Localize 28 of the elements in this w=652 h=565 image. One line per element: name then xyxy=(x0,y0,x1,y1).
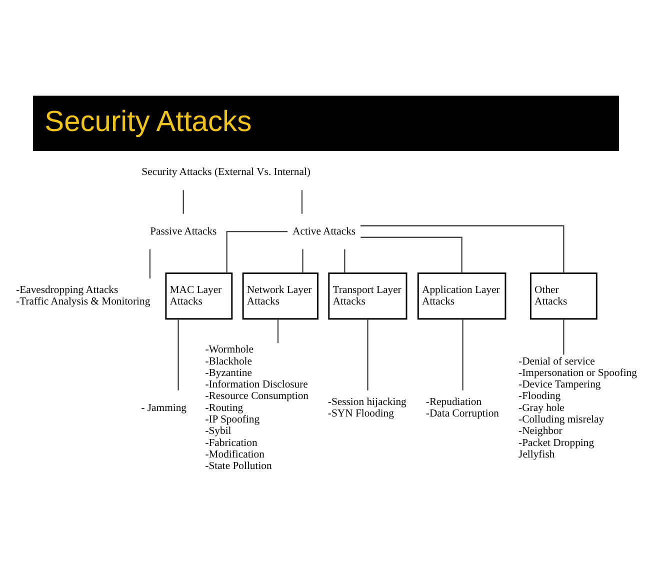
node-box: Other Attacks xyxy=(530,272,598,320)
node-text: Passive Attacks xyxy=(150,225,217,238)
node-text: -Session hijacking -SYN Flooding xyxy=(328,396,406,420)
connector xyxy=(344,249,346,273)
connector xyxy=(302,249,304,273)
node-text: -Eavesdropping Attacks -Traffic Analysis & Monitoring xyxy=(16,284,150,308)
node-text: -Repudiation -Data Corruption xyxy=(426,396,500,420)
connector xyxy=(462,319,464,390)
node-box: Application Layer Attacks xyxy=(417,272,506,320)
connector xyxy=(367,319,368,390)
node-text: Security Attacks (External Vs. Internal) xyxy=(142,166,310,178)
connector xyxy=(360,236,462,274)
connector xyxy=(149,249,151,278)
node-box: Network Layer Attacks xyxy=(242,272,318,320)
connector xyxy=(182,190,184,214)
connector xyxy=(277,319,279,344)
connector xyxy=(226,230,288,274)
connector xyxy=(178,319,179,390)
connector xyxy=(301,190,303,214)
connector xyxy=(563,319,564,355)
node-text: - Jamming xyxy=(141,402,186,414)
node-text: -Wormhole -Blackhole -Byzantine -Information Disclosure -Resource Consumption -Routing -IP Spoofing -Sybil -Fabrication -Modification -State Pollution xyxy=(205,344,309,472)
connector xyxy=(360,225,564,274)
node-text: -Denial of service -Impersonation or Spoofing -Device Tampering -Flooding -Gray hole -Colluding misrelay -Neighbor -Packet Dropping Jellyfish xyxy=(518,355,637,460)
node-box: MAC Layer Attacks xyxy=(165,272,233,320)
node-box: Transport Layer Attacks xyxy=(328,272,408,320)
diagram-title: Security Attacks xyxy=(44,106,252,138)
node-text: Active Attacks xyxy=(292,225,356,238)
